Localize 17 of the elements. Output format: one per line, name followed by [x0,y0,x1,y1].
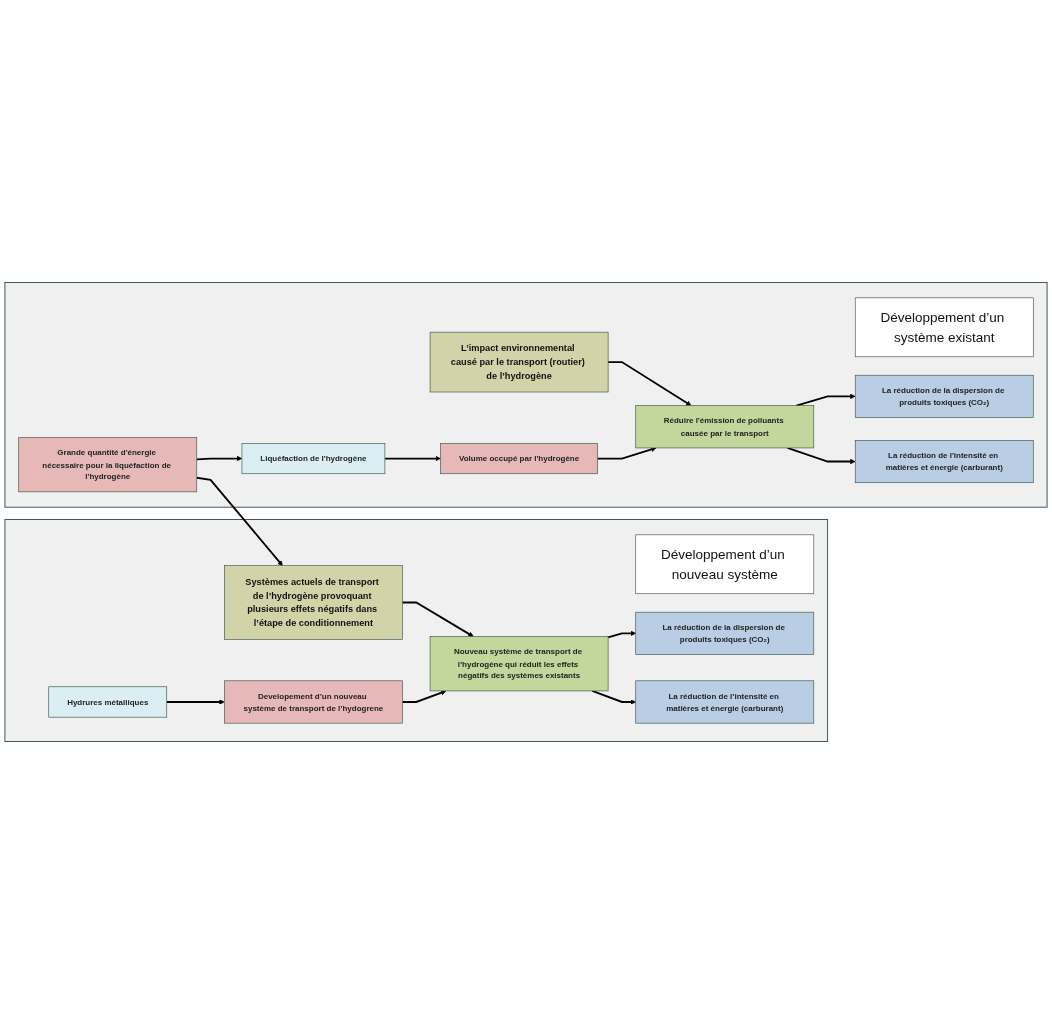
node-box: Systèmes actuels de transport de l’hydrogène provoquant plusieurs effets négatifs dans l’étape de conditionnement [224,565,403,640]
arrow [195,476,283,566]
arrow [383,455,441,462]
cluster [4,519,829,742]
cluster [4,282,1048,508]
arrow [165,699,225,705]
node-box: Développement d’un nouveau système [635,534,815,595]
arrow [195,455,243,462]
node-box: Développement d’un système existant [854,297,1034,358]
arrow [401,690,447,703]
arrow [596,446,657,460]
arrow [607,630,636,639]
arrow [591,690,636,705]
arrow [786,447,856,465]
arrow [401,601,474,637]
arrow [607,361,692,406]
node-box: L’impact environnemental causé par le transport (routier) de l’hydrogène [429,331,609,393]
